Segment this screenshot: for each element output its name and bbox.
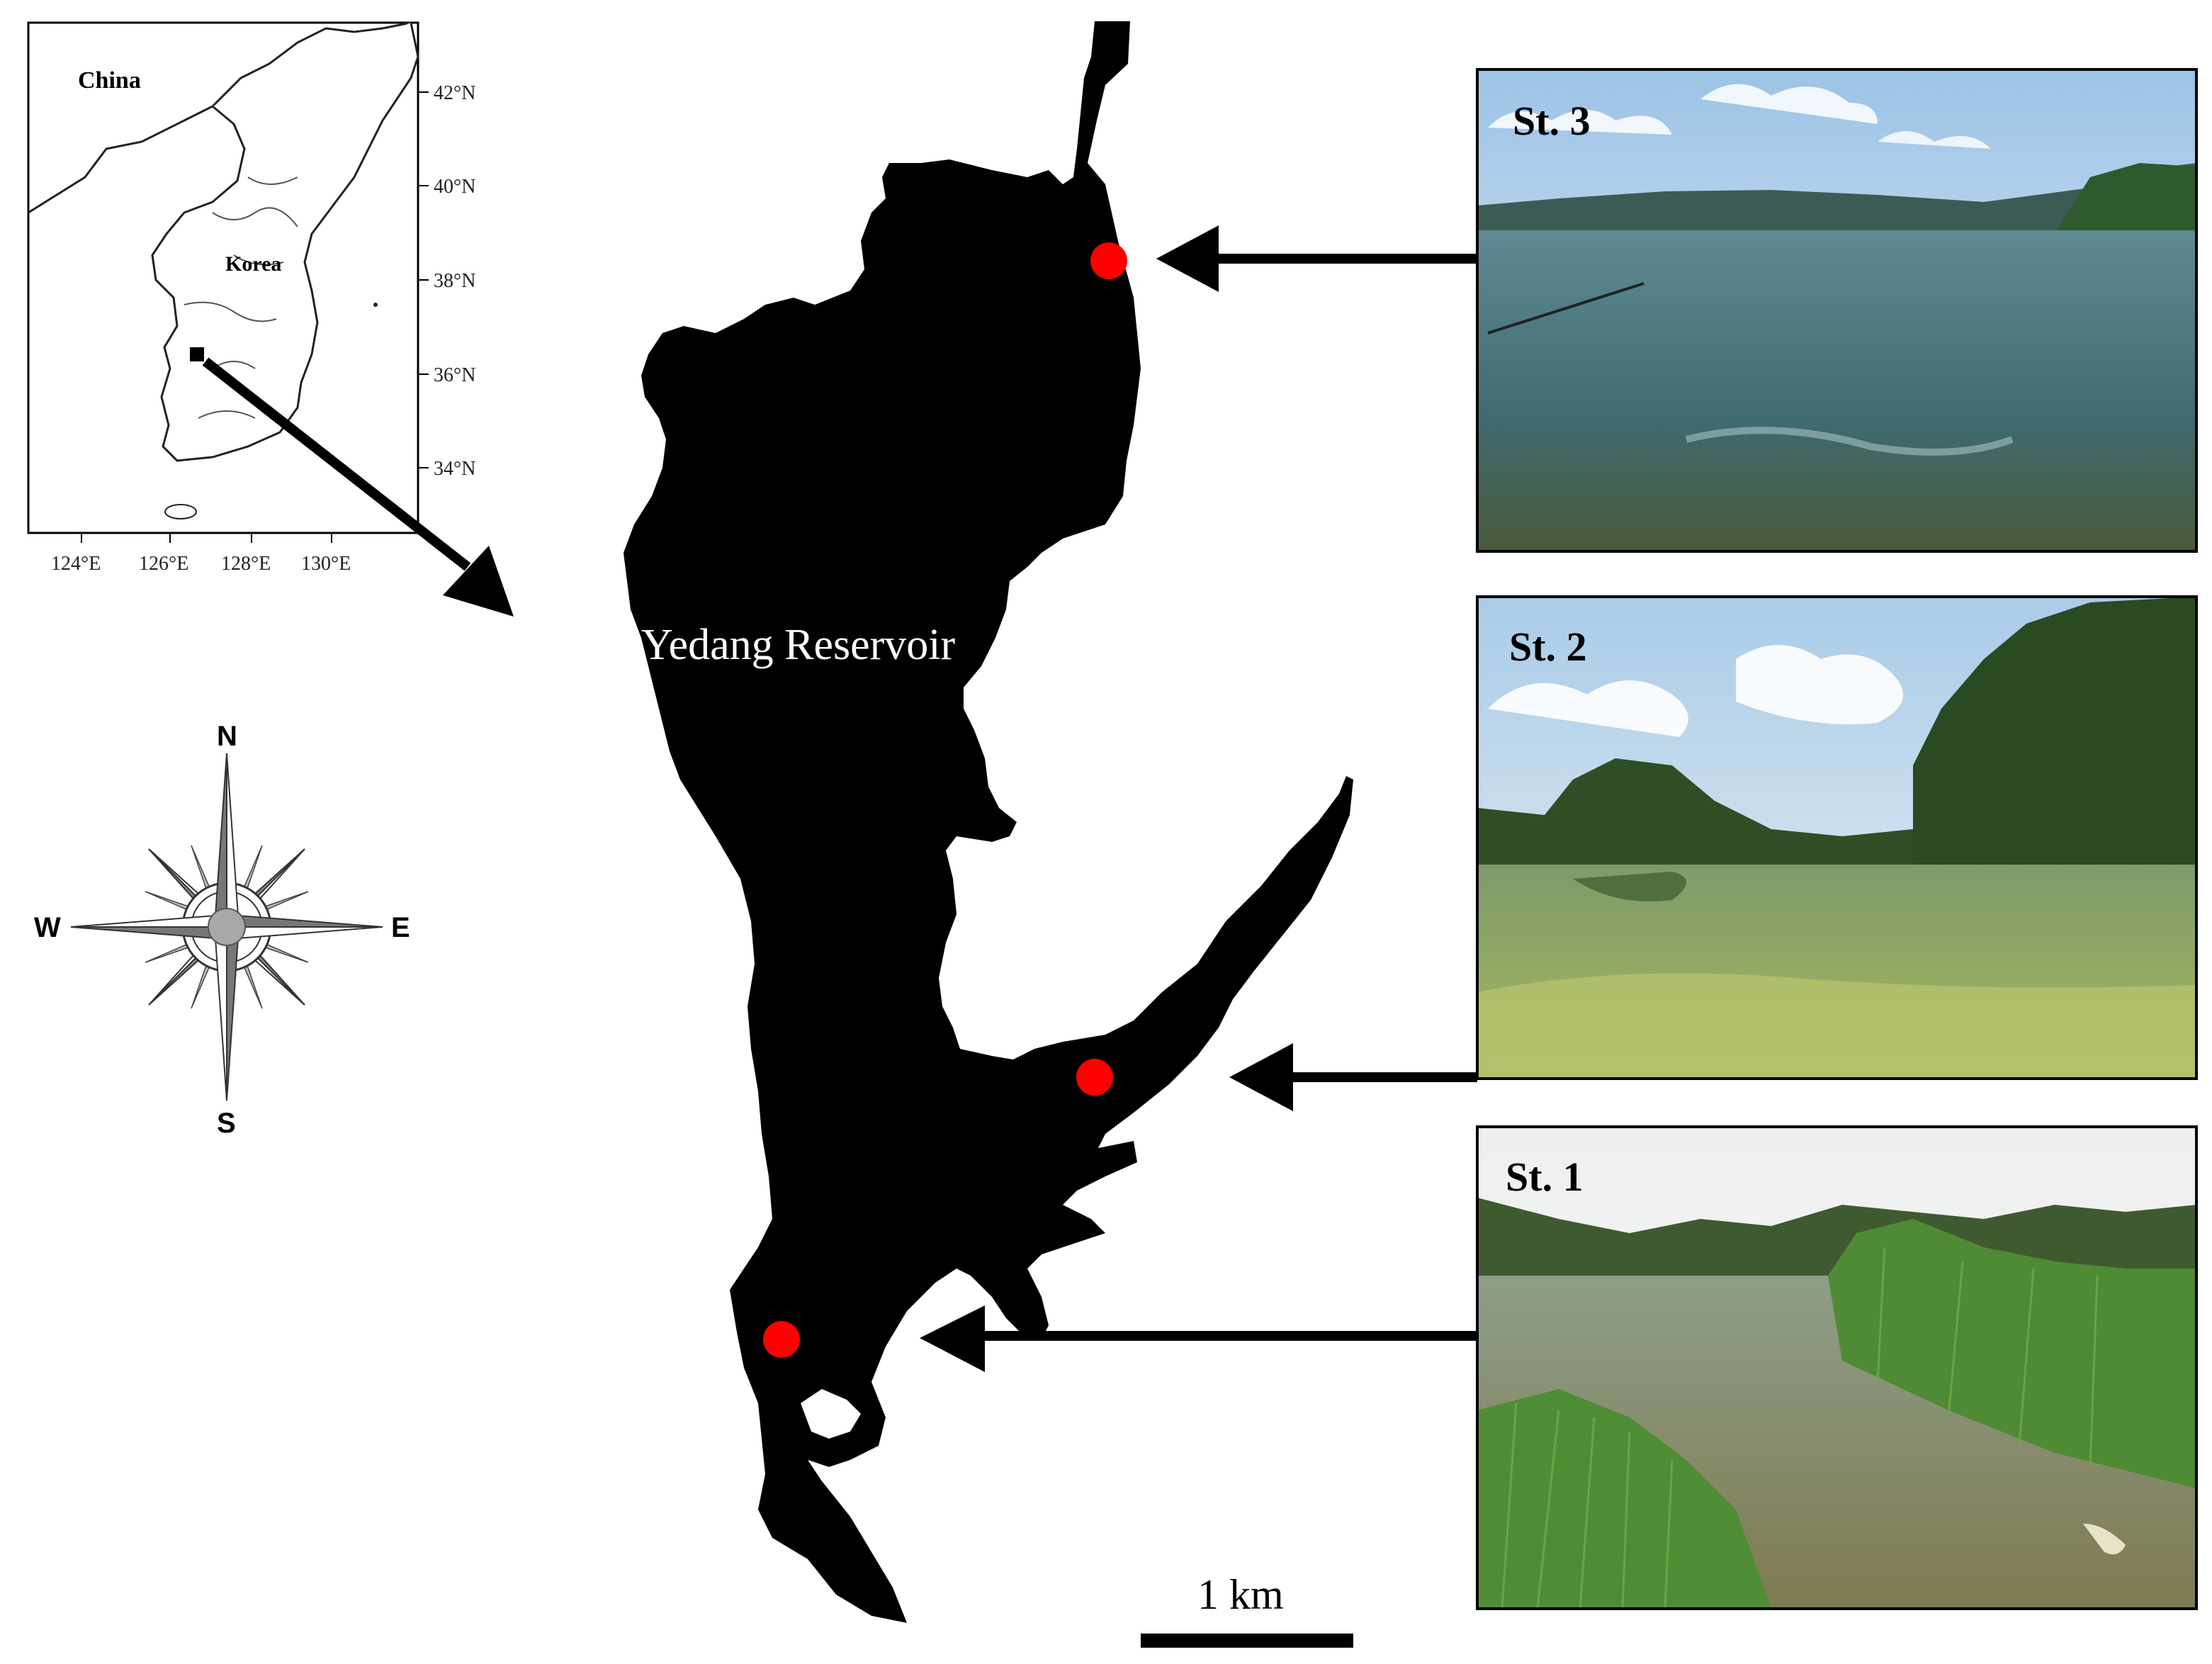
inset-map: China Korea 42°N 40°N 38°N 36°N 34°N 124… (27, 21, 475, 575)
compass-west-label: W (34, 912, 61, 943)
lon-tick-128: 128°E (221, 553, 271, 575)
reservoir-shape (623, 21, 1353, 1623)
lat-tick-38: 38°N (434, 270, 475, 292)
station-marker-st3 (1090, 242, 1127, 279)
compass-east-label: E (391, 912, 410, 943)
photo-panel-st2: St. 2 (1476, 595, 2198, 1080)
photo-panel-st1: St. 1 (1476, 1125, 2198, 1610)
station-arrows (920, 225, 1477, 1372)
inset-rivers (184, 176, 298, 419)
lat-tick-42: 42°N (434, 82, 475, 104)
lon-tick-126: 126°E (139, 553, 188, 575)
station-label-st2: St. 2 (1509, 624, 1587, 670)
scale-bar-label: 1 km (1197, 1571, 1284, 1618)
station-label-st3: St. 3 (1513, 98, 1591, 144)
compass-south-label: S (217, 1108, 236, 1139)
korea-label: Korea (225, 252, 281, 276)
compass-rose: N S E W (34, 721, 410, 1139)
lat-tick-40: 40°N (434, 176, 475, 198)
reservoir-island (801, 1389, 861, 1439)
ulleung-island (373, 303, 378, 307)
lon-tick-124: 124°E (51, 553, 101, 575)
reservoir-label: Yedang Reservoir (641, 621, 955, 669)
scale-bar: 1 km (1141, 1571, 1353, 1648)
inset-pointer-arrow (202, 357, 514, 617)
china-border (28, 21, 412, 214)
compass-north-label: N (217, 721, 237, 752)
latitude-axis: 42°N 40°N 38°N 36°N 34°N (418, 82, 475, 480)
jeju-island (164, 504, 197, 519)
station-marker-st2 (1076, 1059, 1113, 1096)
study-area-marker (190, 347, 204, 361)
yedang-reservoir-map: Yedang Reservoir (623, 21, 1353, 1623)
korea-peninsula (151, 22, 419, 462)
station-marker-st1 (763, 1321, 800, 1358)
station-label-st1: St. 1 (1506, 1154, 1584, 1200)
china-label: China (78, 67, 141, 94)
lon-tick-130: 130°E (301, 553, 351, 575)
scale-bar-line (1141, 1634, 1353, 1648)
lat-tick-36: 36°N (434, 364, 475, 386)
lat-tick-34: 34°N (434, 458, 475, 480)
longitude-axis: 124°E 126°E 128°E 130°E (51, 533, 351, 575)
photo-panel-st3: St. 3 (1476, 68, 2198, 553)
